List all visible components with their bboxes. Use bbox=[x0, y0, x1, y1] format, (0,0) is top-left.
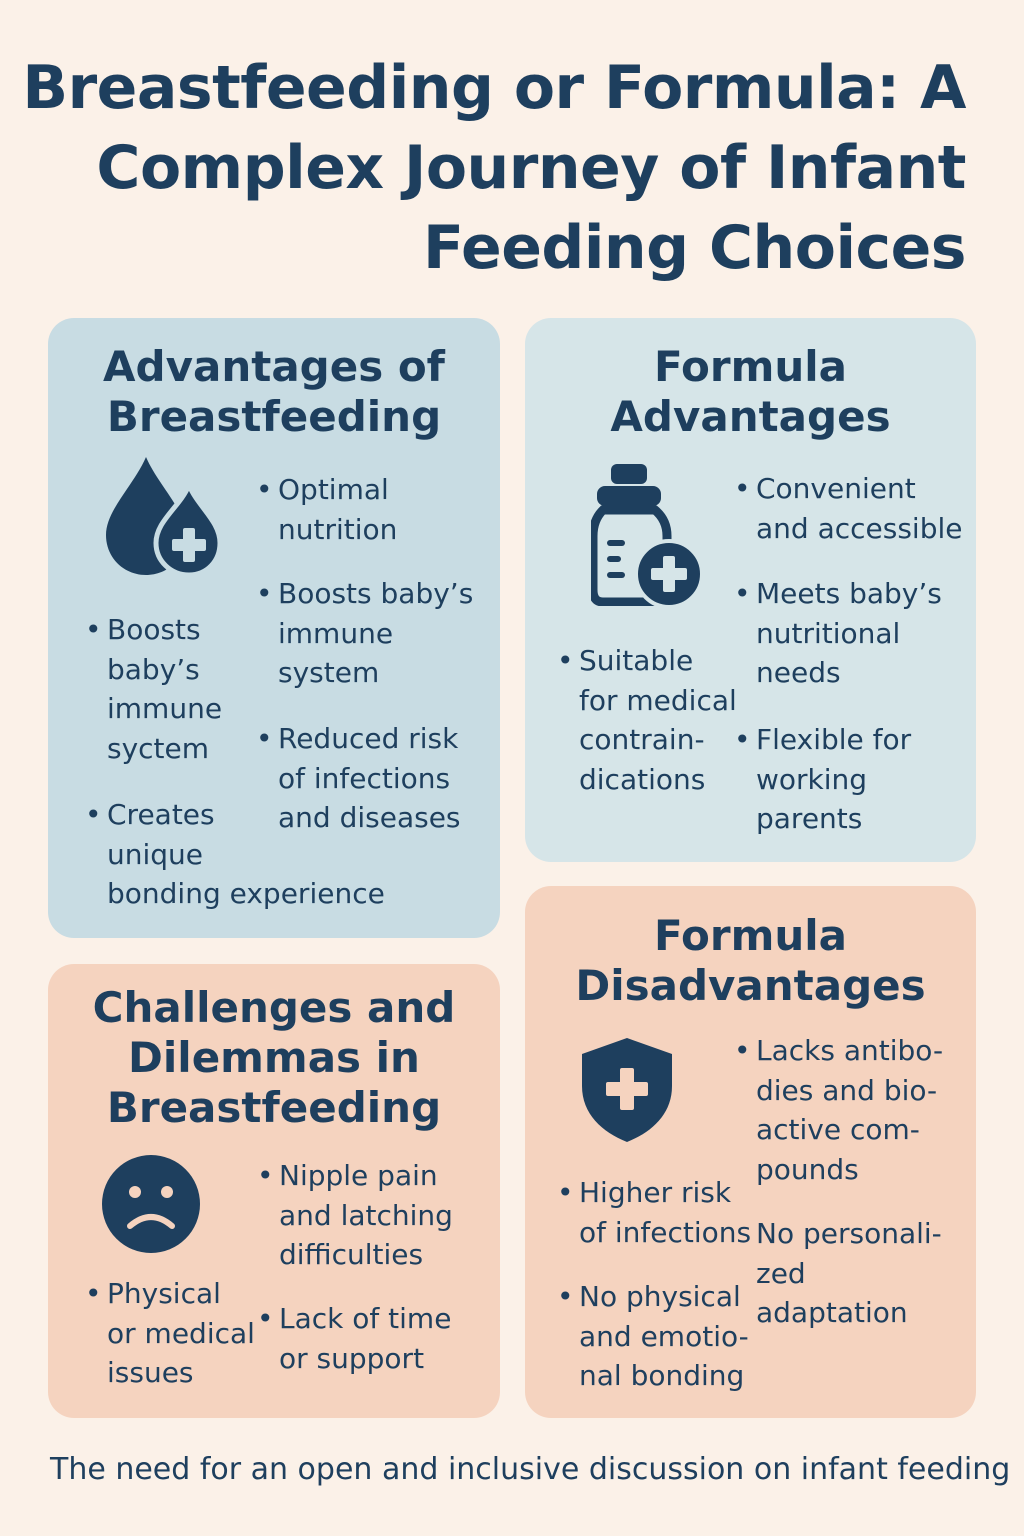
list-item: Boosts baby’s immune system bbox=[256, 574, 473, 693]
sad-face-icon bbox=[102, 1155, 200, 1253]
list-item: Creates unique bonding experience bbox=[85, 795, 385, 914]
baby-bottle-plus-icon bbox=[591, 464, 703, 606]
list-item: Nipple pain and latching difficulties bbox=[257, 1156, 453, 1275]
breastfeeding-advantages-card: Advantages of Breastfeeding Optimal nutr… bbox=[48, 318, 500, 938]
milk-drop-plus-icon bbox=[106, 457, 220, 578]
card-heading: Formula Disadvantages bbox=[575, 911, 926, 1010]
list-item: Physical or medical issues bbox=[85, 1274, 255, 1393]
breastfeeding-challenges-card: Challenges and Dilemmas in Breastfeeding… bbox=[48, 964, 500, 1418]
card-heading: Formula Advantages bbox=[610, 342, 891, 441]
card-heading: Advantages of Breastfeeding bbox=[103, 342, 445, 441]
list-item: No personali- zed adaptation bbox=[756, 1217, 942, 1329]
list-item: Lack of time or support bbox=[257, 1299, 451, 1378]
list-item: Suitable for medical contrain- dications bbox=[557, 641, 737, 799]
formula-disadvantages-card: Formula Disadvantages Lacks antibo- dies… bbox=[525, 886, 976, 1418]
page-title: Breastfeeding or Formula: A Complex Jour… bbox=[22, 53, 966, 283]
list-item: Optimal nutrition bbox=[256, 470, 397, 549]
list-item: Higher risk of infections bbox=[557, 1173, 751, 1252]
footer-text: The need for an open and inclusive discu… bbox=[50, 1452, 1011, 1487]
shield-plus-icon bbox=[582, 1038, 672, 1142]
formula-advantages-card: Formula Advantages Convenient and access… bbox=[525, 318, 976, 862]
list-item: Flexible for working parents bbox=[734, 720, 911, 839]
list-item: Meets baby’s nutritional needs bbox=[734, 574, 942, 693]
list-item: Convenient and accessible bbox=[734, 469, 962, 548]
list-item: Lacks antibo- dies and bio- active com- … bbox=[734, 1031, 943, 1189]
list-item: Boosts baby’s immune syctem bbox=[85, 610, 222, 768]
list-item: No physical and emotio- nal bonding bbox=[557, 1277, 749, 1396]
card-heading: Challenges and Dilemmas in Breastfeeding bbox=[92, 983, 456, 1132]
